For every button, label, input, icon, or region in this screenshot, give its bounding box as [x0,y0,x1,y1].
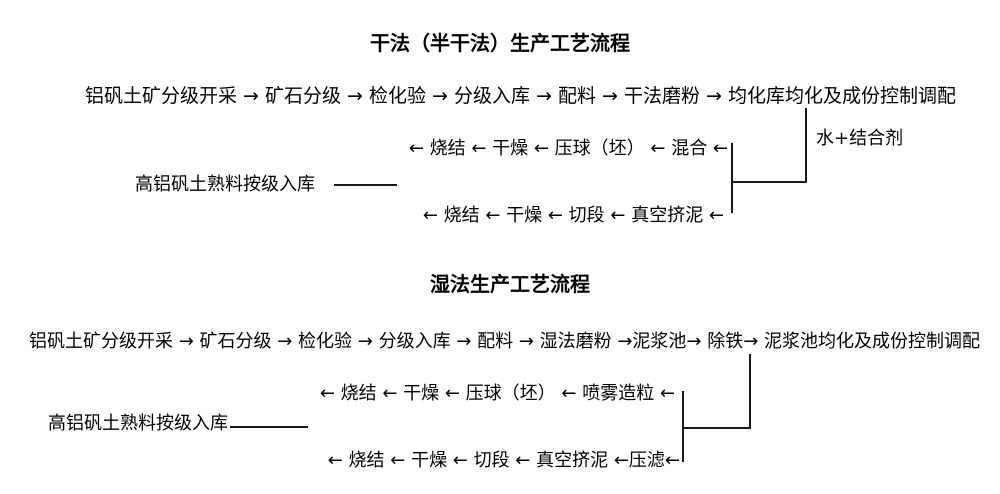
dry-process-title: 干法（半干法）生产工艺流程 [370,31,630,55]
dry-warehouse-connector-line [334,184,397,186]
wet-warehouse-label: 高铝矾土熟料按级入库 [48,413,228,434]
wet-spray-branch: ← 烧结 ← 干燥 ← 压球（坯） ← 喷雾造粒 ← [319,383,675,404]
dry-branch-connector-line [732,181,807,183]
wet-branch-connector-line [683,427,751,429]
dry-main-flow: 铝矾土矿分级开采 → 矿石分级 → 检化验 → 分级入库 → 配料 → 干法磨粉… [85,85,956,107]
dry-warehouse-label: 高铝矾土熟料按级入库 [135,174,315,195]
wet-process-title: 湿法生产工艺流程 [430,272,590,296]
wet-slurry-feed-line [749,354,751,428]
dry-extrusion-branch: ← 烧结 ← 干燥 ← 切段 ← 真空挤泥 ← [422,205,724,226]
wet-warehouse-connector-line [230,426,308,428]
wet-extrusion-branch: ← 烧结 ← 干燥 ← 切段 ← 真空挤泥 ←压滤← [327,450,680,471]
dry-additive-feed-line [805,108,807,182]
wet-main-flow: 铝矾土矿分级开采 → 矿石分级 → 检化验 → 分级入库 → 配料 → 湿法磨粉… [29,331,981,352]
dry-additive-label: 水+结合剂 [816,128,904,149]
dry-press-branch: ← 烧结 ← 干燥 ← 压球（坯） ← 混合 ← [408,138,728,159]
dry-branch-trunk-line [731,143,733,213]
wet-branch-trunk-line [682,391,684,462]
